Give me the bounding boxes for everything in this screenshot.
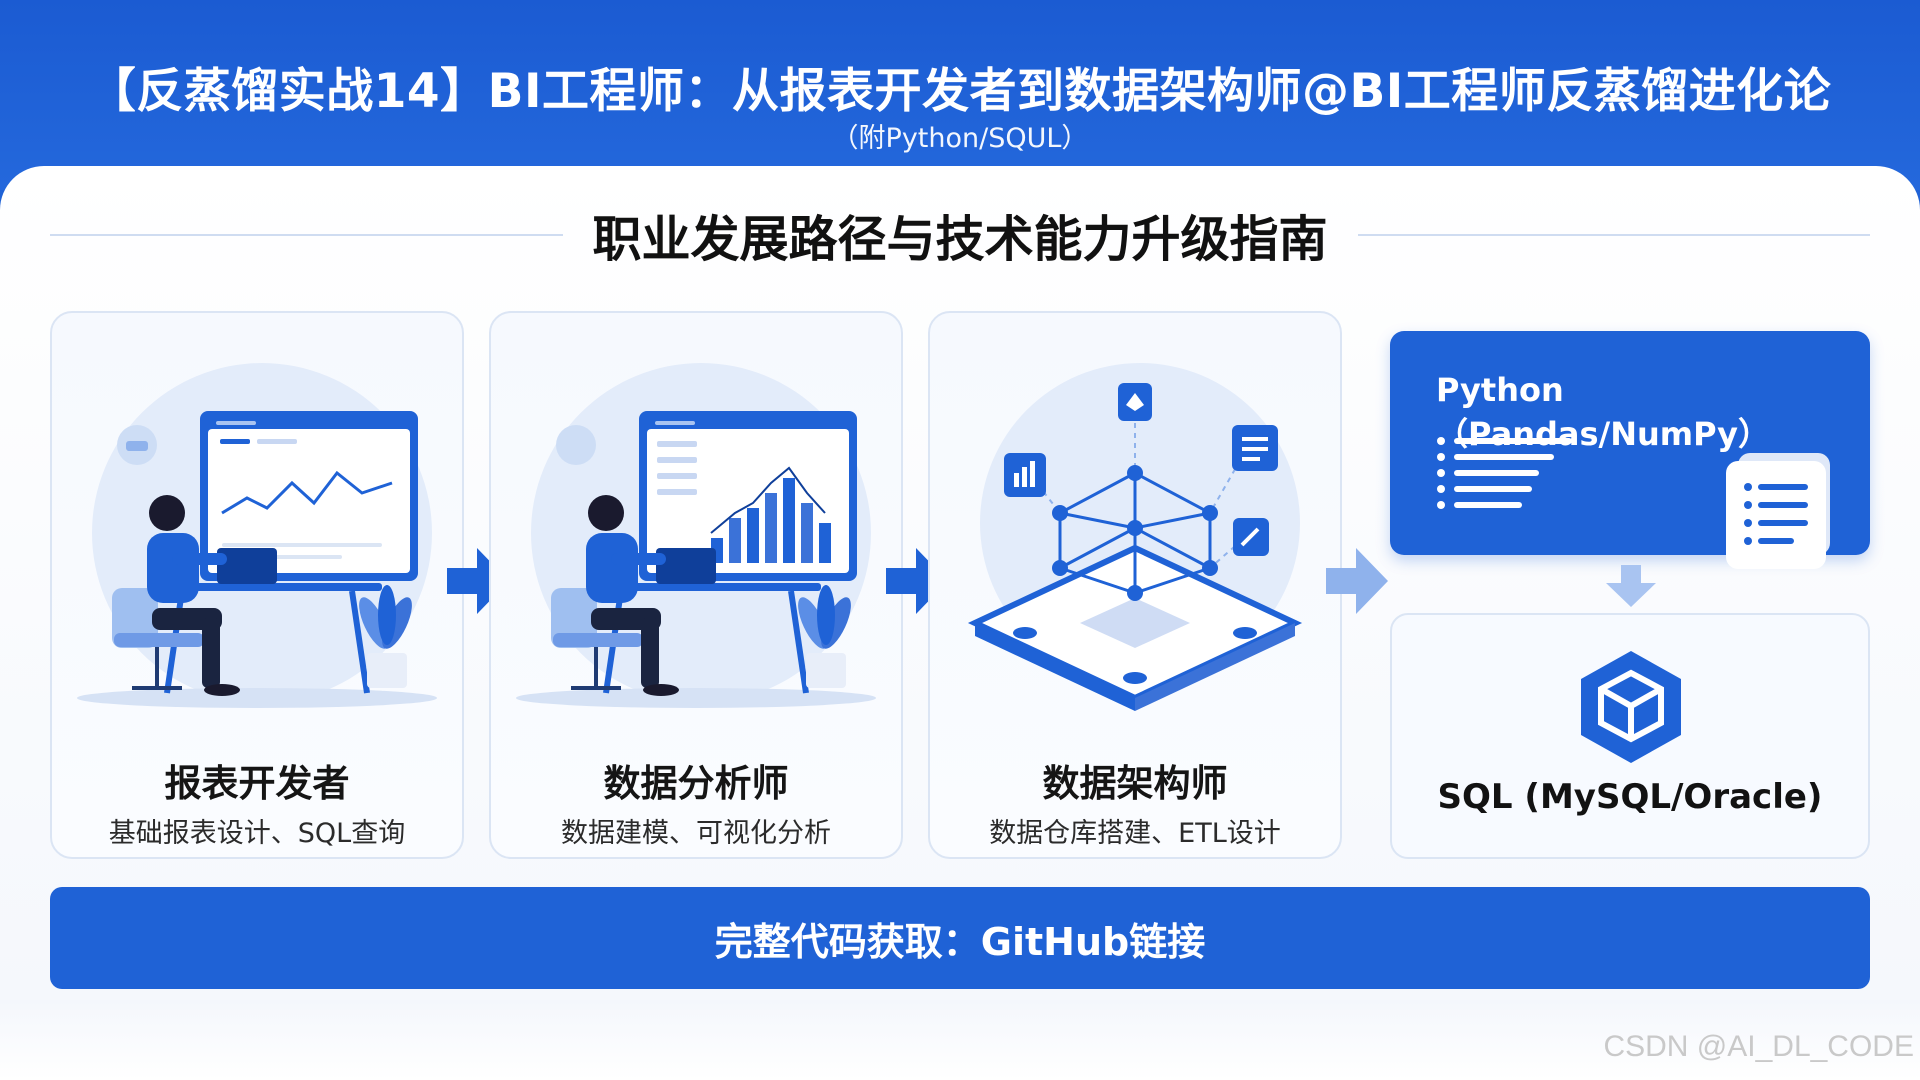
bottom-fade xyxy=(0,1000,1920,1080)
watermark: CSDN @AI_DL_CODE xyxy=(1603,1030,1914,1063)
stage-role-label: 数据架构师 xyxy=(1042,762,1228,805)
section-title: 职业发展路径与技术能力升级指南 xyxy=(592,210,1328,268)
potted-plant-icon xyxy=(367,653,407,688)
page-subtitle: （附Python/SQUL） xyxy=(831,123,1089,154)
down-arrow-icon xyxy=(1606,565,1656,607)
stage-card-report-developer: 报表开发者 基础报表设计、SQL查询 xyxy=(50,311,464,859)
bullet-list-graphic xyxy=(1437,437,1572,509)
github-link-banner[interactable]: 完整代码获取：GitHub链接 xyxy=(50,887,1870,989)
section-title-row: 职业发展路径与技术能力升级指南 xyxy=(50,200,1871,270)
divider-right xyxy=(1357,234,1871,236)
stage-desc-label: 数据仓库搭建、ETL设计 xyxy=(989,818,1281,849)
data-architect-illustration xyxy=(967,363,1303,711)
stage-role-label: 报表开发者 xyxy=(164,762,350,805)
stage-card-data-analyst: 数据分析师 数据建模、可视化分析 xyxy=(489,311,903,859)
stage-desc-label: 数据建模、可视化分析 xyxy=(561,818,831,849)
right-arrow-icon xyxy=(447,548,509,614)
right-arrow-icon xyxy=(1326,548,1388,614)
python-tech-label: Python（Pandas/NumPy） xyxy=(1436,371,1771,453)
github-link-label[interactable]: 完整代码获取：GitHub链接 xyxy=(714,919,1206,964)
document-list-icon xyxy=(1726,453,1830,569)
divider-left xyxy=(50,234,563,236)
stage-desc-label: 基础报表设计、SQL查询 xyxy=(108,818,406,849)
header-banner: 【反蒸馏实战14】BI工程师：从报表开发者到数据架构师@BI工程师反蒸馏进化论 … xyxy=(0,0,1920,190)
report-developer-illustration xyxy=(77,363,437,708)
sql-tech-box: SQL (MySQL/Oracle) xyxy=(1390,613,1870,859)
page-title: 【反蒸馏实战14】BI工程师：从报表开发者到数据架构师@BI工程师反蒸馏进化论 xyxy=(88,64,1832,119)
stage-card-data-architect: 数据架构师 数据仓库搭建、ETL设计 xyxy=(928,311,1342,859)
right-arrow-icon xyxy=(886,548,948,614)
data-analyst-illustration xyxy=(516,363,876,708)
database-cube-icon xyxy=(1581,651,1681,763)
stage-role-label: 数据分析师 xyxy=(603,762,789,805)
sql-tech-label: SQL (MySQL/Oracle) xyxy=(1437,777,1823,817)
python-tech-box: Python（Pandas/NumPy） xyxy=(1390,331,1870,569)
